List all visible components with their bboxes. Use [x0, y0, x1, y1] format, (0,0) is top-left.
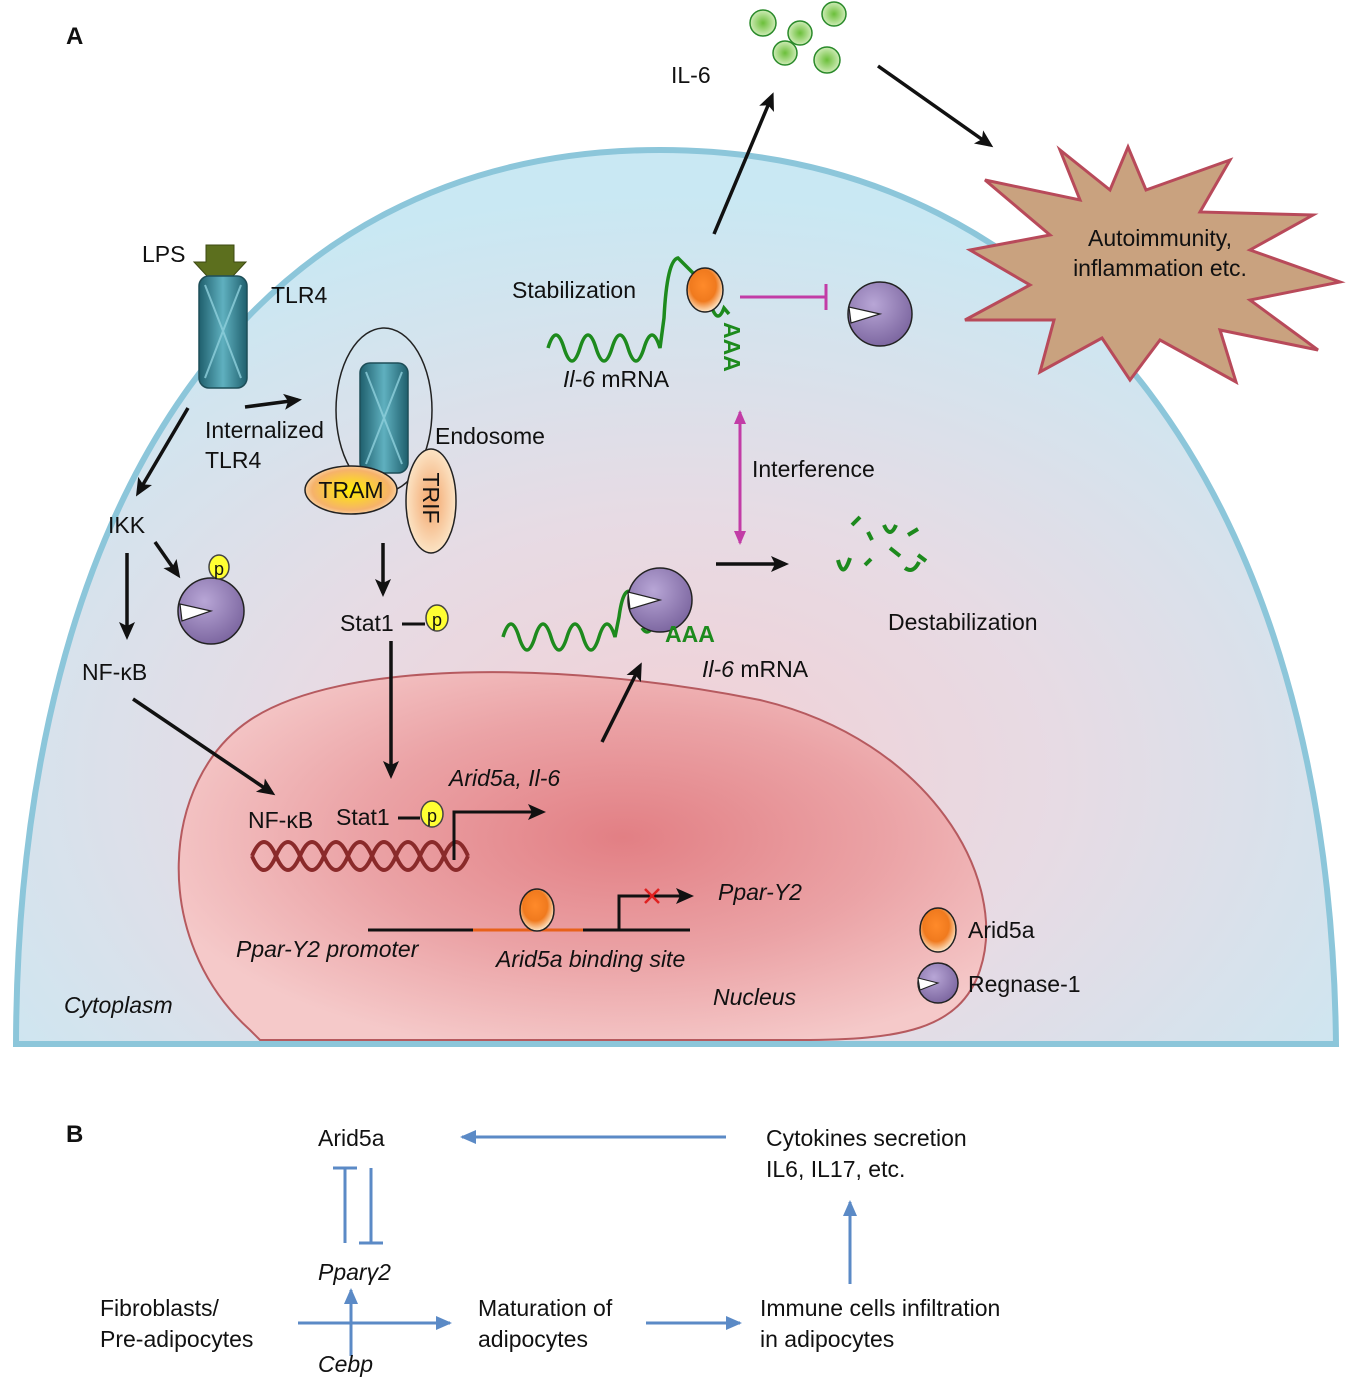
stat1-nuc-label: Stat1 [336, 804, 390, 830]
outcome-label-1: Autoimmunity, [1088, 225, 1232, 251]
il6-mrna-upper-gene: Il-6 [563, 366, 595, 392]
lps-label: LPS [142, 241, 185, 267]
outcome-label-2: inflammation etc. [1073, 255, 1247, 281]
phospho-mark-1: p [214, 559, 224, 579]
ppar-promoter-label: Ppar-Y2 promoter [236, 936, 420, 962]
internalized-label-1: Internalized [205, 417, 324, 443]
polya-tail-upper: AAA [719, 322, 745, 372]
polya-tail-lower: AAA [665, 621, 715, 647]
panel-b-label: B [66, 1121, 83, 1148]
il6-protein-label: IL-6 [671, 62, 711, 88]
arid5a-on-mrna-icon [686, 267, 724, 313]
transcription-start-arrow [452, 804, 546, 860]
tram-label: TRAM [318, 477, 383, 503]
arid5a-binding-site-label: Arid5a binding site [494, 946, 685, 972]
trif-label: TRIF [418, 472, 444, 523]
arid5a-bound-icon [519, 888, 555, 932]
phospho-regnase-icon: p [177, 554, 245, 645]
nfkb-translocation-arrow [132, 697, 276, 796]
secretion-arrow [712, 92, 774, 235]
ppar-y2-gene-label: Ppar-Y2 [718, 879, 802, 905]
cytoplasm-label: Cytoplasm [64, 992, 173, 1018]
b-cebp-label: Cebp [318, 1351, 373, 1377]
nfkb-nuc-label: NF-κB [248, 807, 313, 833]
arid5a-il6-gene-label: Arid5a, Il-6 [447, 765, 560, 791]
nucleus [177, 671, 988, 1041]
phospho-mark-2: p [432, 610, 442, 630]
outcome-arrow [876, 64, 994, 148]
b-immune-label-1: Immune cells infiltration [760, 1295, 1000, 1321]
il6-mrna-arid5a-complex [546, 256, 731, 363]
il6-particles-icon [749, 1, 847, 74]
nucleus-label: Nucleus [713, 984, 797, 1010]
b-cytokines-label-2: IL6, IL17, etc. [766, 1156, 905, 1182]
b-immune-label-2: in adipocytes [760, 1326, 894, 1352]
phospho-mark-3: p [427, 806, 437, 826]
tlr4-to-ikk-arrow [135, 407, 190, 497]
stat1-phospho-icon [425, 604, 449, 632]
legend-arid5a-icon [919, 907, 957, 953]
stabilization-label: Stabilization [512, 277, 636, 303]
legend-regnase-label: Regnase-1 [968, 971, 1081, 997]
legend: Arid5a Regnase-1 [917, 907, 1081, 1004]
il6-mrna-lower-word: mRNA [734, 656, 809, 682]
il6-mrna-upper-word: mRNA [595, 366, 670, 392]
b-fibroblasts-label-1: Fibroblasts/ [100, 1295, 219, 1321]
outcome-burst-icon [964, 143, 1346, 386]
b-arid5a-label: Arid5a [318, 1125, 385, 1151]
internalization-arrow [244, 393, 302, 410]
trif-icon [405, 448, 457, 554]
b-maturation-label-1: Maturation of [478, 1295, 613, 1321]
free-regnase-icon [847, 281, 913, 347]
ikk-to-regnase-arrow [153, 540, 181, 579]
stat1-nuc-phospho-icon [420, 800, 444, 828]
dna-helix-icon [250, 840, 470, 872]
il6-mrna-label-lower: Il-6 mRNA [702, 656, 809, 682]
b-cytokines-label-1: Cytokines secretion [766, 1125, 967, 1151]
panel-a-label: A [66, 23, 83, 50]
mrna-export-arrow [600, 662, 642, 743]
internalized-label-2: TLR4 [205, 447, 261, 473]
ppar-transcription-arrow [617, 888, 694, 930]
b-fibroblasts-label-2: Pre-adipocytes [100, 1326, 253, 1352]
il6-mrna-regnase-complex [501, 567, 693, 652]
tlr4-label: TLR4 [271, 282, 327, 308]
block-x-icon [644, 888, 660, 904]
stat1-cyto-label: Stat1 [340, 610, 394, 636]
interference-label: Interference [752, 456, 875, 482]
il6-mrna-label-upper: Il-6 mRNA [563, 366, 670, 392]
tram-icon [304, 465, 398, 515]
destabilization-label: Destabilization [888, 609, 1038, 635]
endosome-label: Endosome [435, 423, 545, 449]
degraded-mrna-fragments-icon [836, 515, 928, 572]
legend-arid5a-label: Arid5a [968, 917, 1035, 943]
il6-mrna-lower-gene: Il-6 [702, 656, 734, 682]
nfkb-cyto-label: NF-κB [82, 659, 147, 685]
b-maturation-label-2: adipocytes [478, 1326, 588, 1352]
ikk-label: IKK [108, 512, 146, 538]
b-ppary2-label: Pparγ2 [318, 1259, 391, 1285]
